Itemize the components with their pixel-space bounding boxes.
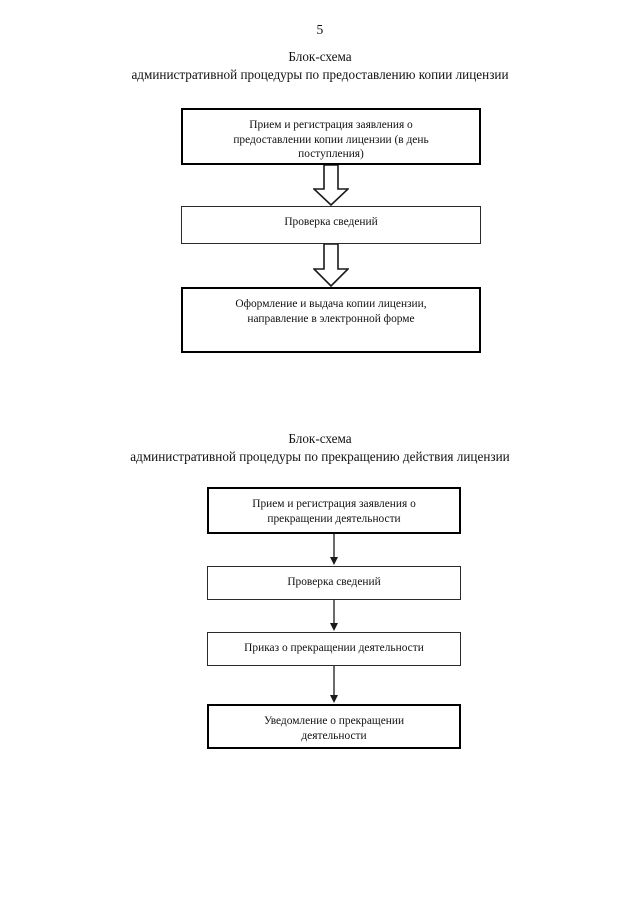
flow-2-node-1-text: Прием и регистрация заявления о прекраще… <box>252 498 416 525</box>
flow-2-node-4: Уведомление о прекращении деятельности <box>207 704 461 749</box>
chart-2-title-line-2: административной процедуры по прекращени… <box>130 449 510 464</box>
flow-2-arrow-2 <box>328 600 340 632</box>
flow-2-arrow-3 <box>328 666 340 704</box>
flow-1-arrow-1 <box>313 165 349 206</box>
flow-2-node-4-text: Уведомление о прекращении деятельности <box>263 715 405 742</box>
chart-2-title: Блок-схема административной процедуры по… <box>0 430 640 466</box>
flow-2-arrow-1 <box>328 534 340 566</box>
flow-1-arrow-2 <box>313 244 349 287</box>
flow-1-node-2: Проверка сведений <box>181 206 481 244</box>
flow-2-node-2: Проверка сведений <box>207 566 461 600</box>
flow-1-node-2-text: Проверка сведений <box>284 216 378 228</box>
flow-2-node-3: Приказ о прекращении деятельности <box>207 632 461 666</box>
flow-2-node-1: Прием и регистрация заявления о прекраще… <box>207 487 461 534</box>
page-number: 5 <box>316 22 324 37</box>
chart-1-title: Блок-схема административной процедуры по… <box>0 48 640 84</box>
flow-1-node-1: Прием и регистрация заявления о предоста… <box>181 108 481 165</box>
flow-1-node-3: Оформление и выдача копии лицензии, напр… <box>181 287 481 353</box>
chart-1-title-line-1: Блок-схема <box>288 49 352 64</box>
chart-2-title-line-1: Блок-схема <box>288 431 352 446</box>
chart-1-title-line-2: административной процедуры по предоставл… <box>131 67 509 82</box>
flow-1-node-1-text: Прием и регистрация заявления о предоста… <box>233 119 429 160</box>
flow-2-node-3-text: Приказ о прекращении деятельности <box>244 642 424 654</box>
flow-2-node-2-text: Проверка сведений <box>287 576 381 588</box>
flow-1-node-3-text: Оформление и выдача копии лицензии, напр… <box>235 298 427 325</box>
